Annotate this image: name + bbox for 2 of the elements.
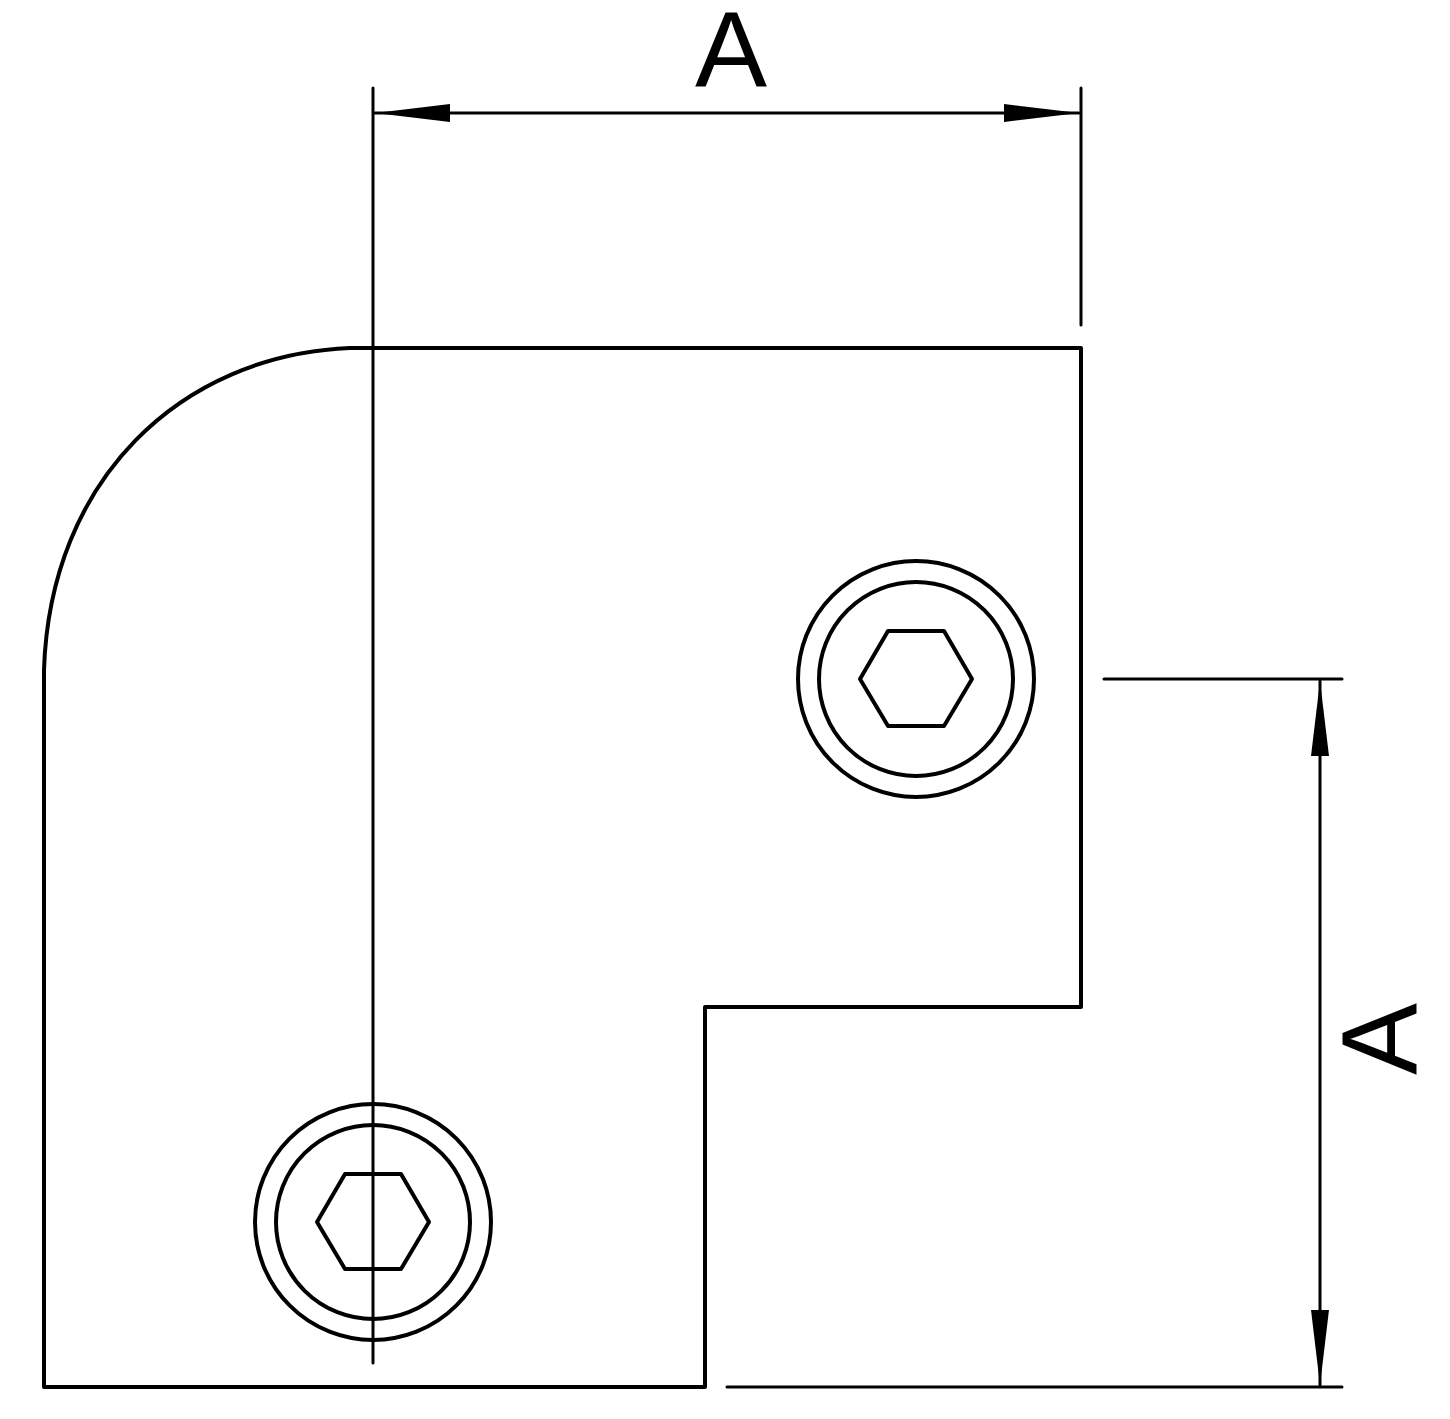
dimension-label: A (1326, 1003, 1434, 1075)
dimension-label: A (695, 0, 767, 104)
